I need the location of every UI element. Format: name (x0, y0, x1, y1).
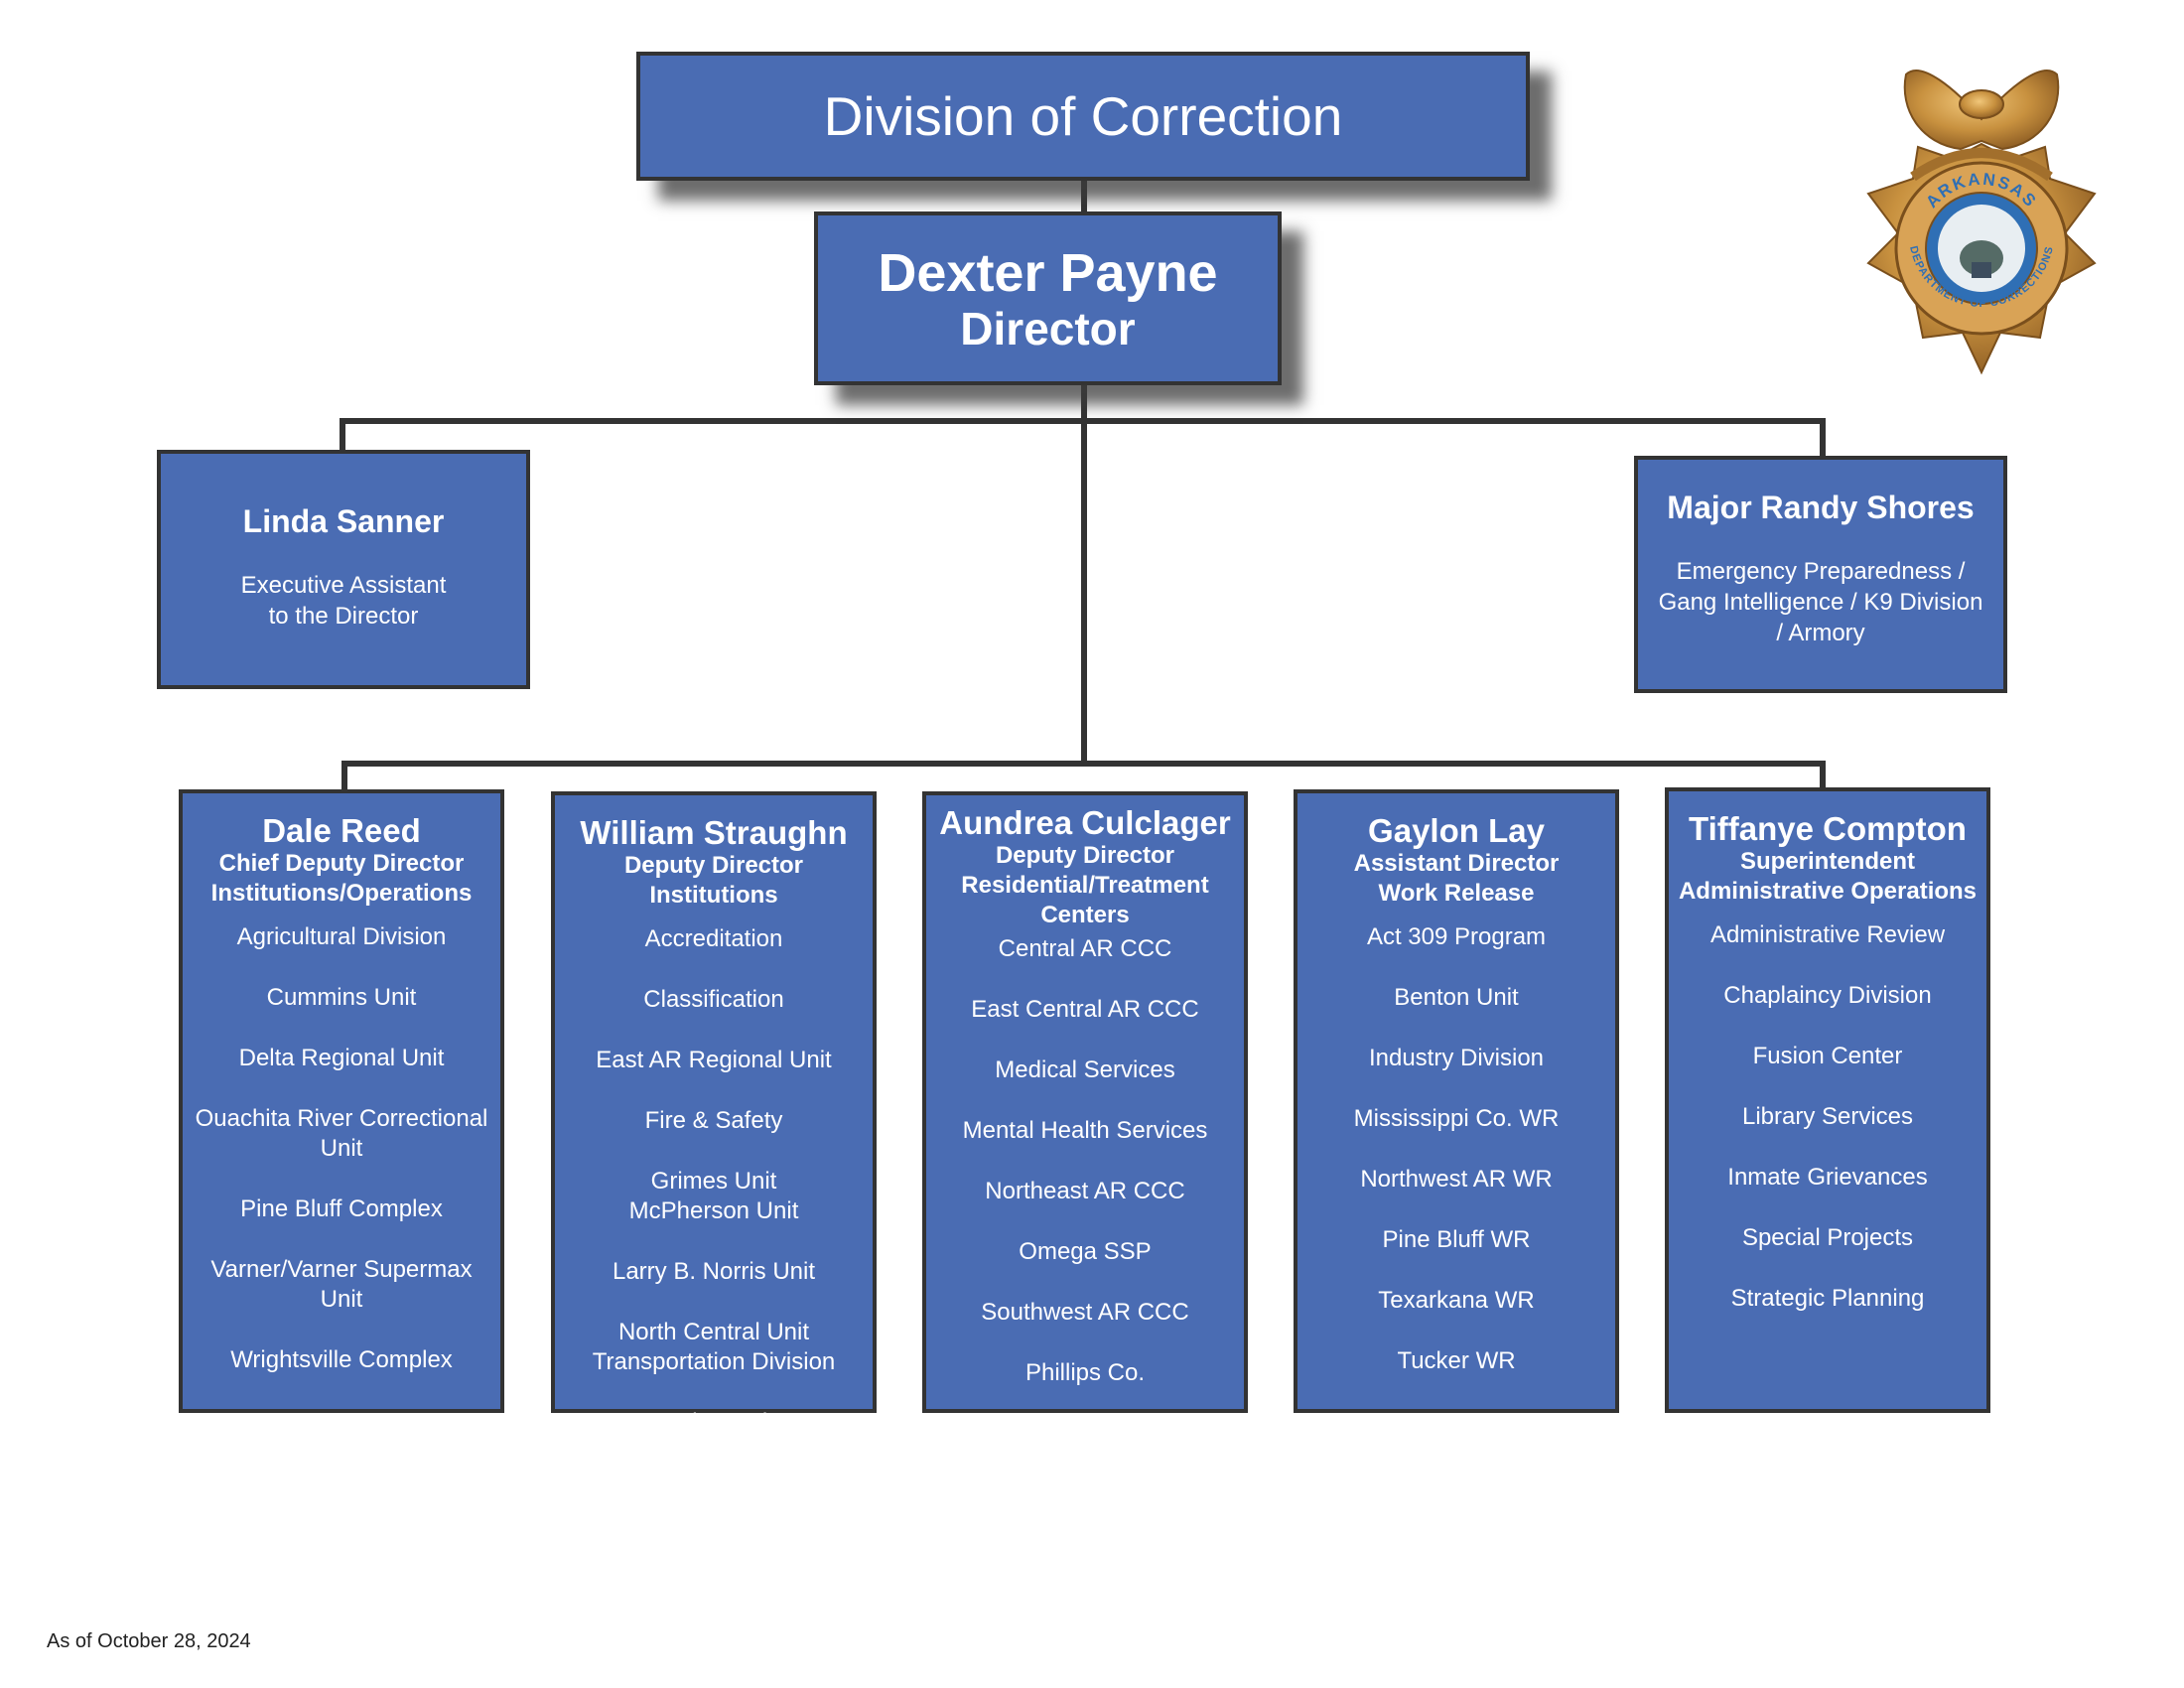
report-title-line: Assistant Director (1353, 850, 1560, 877)
staff-role-line: Gang Intelligence / K9 Division (1658, 589, 1983, 616)
unit-list-item: Tucker WR (1397, 1347, 1516, 1374)
staff-role: Executive Assistant to the Director (161, 570, 526, 632)
unit-list-item: Classification (643, 986, 784, 1013)
director-box: Dexter Payne Director (814, 211, 1282, 385)
unit-list-item: Larry B. Norris Unit (612, 1258, 816, 1285)
report-name: Aundrea Culclager (939, 804, 1231, 841)
unit-list-item: Grimes Unit McPherson Unit (628, 1168, 799, 1224)
unit-list-item: Tucker Unit (653, 1409, 774, 1436)
connector-staff-left-drop (340, 418, 345, 452)
connector-staff-bar (340, 418, 1826, 424)
connector-reports-left-drop (341, 761, 347, 791)
unit-list-item: Chaplaincy Division (1723, 982, 1932, 1009)
unit-list-item: Special Projects (1741, 1224, 1914, 1251)
report-title-line: Institutions/Operations (210, 880, 473, 907)
unit-list-item: White River CC (1003, 1420, 1167, 1447)
unit-list-item: Industry Division (1368, 1045, 1545, 1071)
unit-list-item: Varner/Varner Supermax Unit (210, 1256, 473, 1313)
badge-arch (1910, 148, 2053, 182)
unit-list-item: Omega SSP (1019, 1238, 1152, 1265)
staff-role: Emergency Preparedness / Gang Intelligen… (1638, 556, 2003, 648)
report-name: Tiffanye Compton (1689, 810, 1967, 847)
unit-list-item: Northeast AR CCC (985, 1178, 1185, 1204)
unit-list-item: Benton Unit (1394, 984, 1519, 1011)
unit-list-item: Pine Bluff WR (1382, 1226, 1531, 1253)
unit-list-item: Pine Bluff Complex (240, 1196, 443, 1222)
unit-list-item: Inmate Grievances (1727, 1164, 1928, 1191)
division-title-box: Division of Correction (636, 52, 1530, 181)
unit-list-item: Ouachita River Correctional Unit (195, 1105, 488, 1162)
report-title-line: Institutions (649, 882, 778, 909)
connector-reports-right-drop (1820, 761, 1826, 789)
unit-list-item: North Central Unit Transportation Divisi… (592, 1319, 836, 1375)
badge-eagle-wings (1903, 70, 2060, 151)
unit-list-item: Administrative Review (1709, 921, 1946, 948)
report-name: William Straughn (580, 814, 848, 851)
arkansas-corrections-badge-icon: ARKANSAS DEPARTMENT OF CORRECTIONS (1866, 70, 2097, 375)
unit-list-item: Act 309 Program (1366, 923, 1547, 950)
report-title-line: Superintendent (1739, 848, 1915, 875)
unit-list-item: East Central AR CCC (971, 996, 1199, 1023)
unit-list-item: Accreditation (644, 925, 783, 952)
unit-list-item: Phillips Co. (1024, 1359, 1146, 1386)
report-title-line: Deputy Director (995, 842, 1175, 869)
report-name: Gaylon Lay (1368, 812, 1545, 849)
unit-list-item: Fire & Safety (644, 1107, 783, 1134)
report-title-line: Administrative Operations (1678, 878, 1978, 905)
connector-director-trunk (1081, 383, 1087, 767)
unit-list-item: Strategic Planning (1730, 1285, 1925, 1312)
report-title-line: Centers (1040, 902, 1130, 928)
unit-list-item: Northwest AR WR (1360, 1166, 1553, 1193)
director-name: Dexter Payne (878, 243, 1218, 303)
connector-title-to-director (1081, 179, 1087, 212)
unit-list-item: Agricultural Division (236, 923, 447, 950)
unit-list-item: Delta Regional Unit (238, 1045, 445, 1071)
staff-role-line: / Armory (1776, 620, 1865, 646)
staff-role-line: Executive Assistant (240, 572, 447, 599)
unit-list-item: Wrightsville Complex (230, 1346, 453, 1373)
report-title-line: Deputy Director (623, 852, 804, 879)
unit-list-item: Central AR CCC (998, 935, 1172, 962)
staff-role-line: to the Director (268, 603, 419, 630)
badge-eagle-body (1959, 89, 2004, 119)
unit-list-item: East AR Regional Unit (596, 1047, 832, 1073)
as-of-date: As of October 28, 2024 (47, 1630, 251, 1652)
director-role: Director (960, 303, 1136, 354)
unit-list-item: Texarkana WR (1378, 1287, 1535, 1314)
staff-box-executive-assistant: Linda Sanner Executive Assistant to the … (157, 450, 530, 689)
connector-reports-bar (341, 761, 1826, 767)
unit-list-item: Fusion Center (1752, 1043, 1903, 1069)
report-title-line: Work Release (1378, 880, 1535, 907)
division-title: Division of Correction (823, 85, 1343, 147)
report-unit-list: Central AR CCC East Central AR CCC Medical… (926, 934, 1244, 1449)
unit-list-item: Southwest AR CCC (981, 1299, 1189, 1326)
report-title-line: Chief Deputy Director (218, 850, 465, 877)
unit-list-item: Library Services (1741, 1103, 1914, 1130)
staff-name: Major Randy Shores (1667, 490, 1975, 525)
unit-list-item: Cummins Unit (266, 984, 417, 1011)
unit-list-item: Medical Services (995, 1056, 1175, 1083)
staff-box-emergency-preparedness: Major Randy Shores Emergency Preparednes… (1634, 456, 2007, 693)
report-name: Dale Reed (262, 812, 421, 849)
report-title-line: Residential/Treatment (961, 872, 1209, 899)
staff-name: Linda Sanner (242, 503, 445, 539)
connector-staff-right-drop (1820, 418, 1826, 458)
staff-role-line: Emergency Preparedness / (1676, 558, 1966, 585)
unit-list-item: Mississippi Co. WR (1353, 1105, 1560, 1132)
unit-list-item: Mental Health Services (962, 1117, 1208, 1144)
